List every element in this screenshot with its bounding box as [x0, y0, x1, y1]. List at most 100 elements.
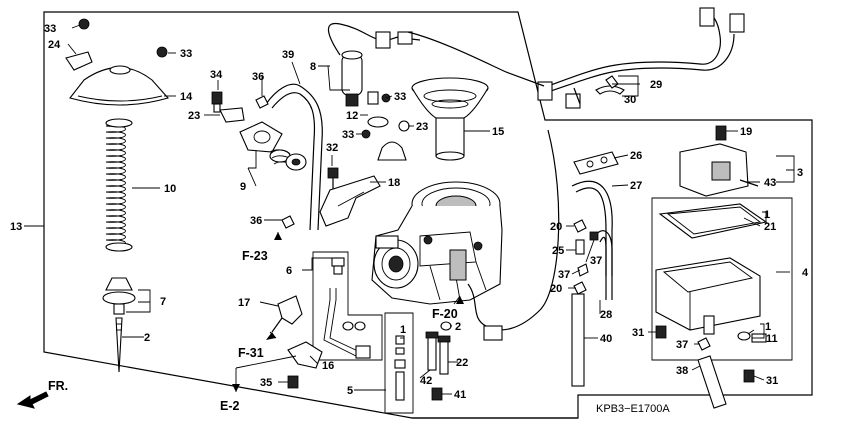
- o-ring-2-center: [440, 321, 452, 331]
- callout-1-needle-jet: 1: [400, 324, 406, 336]
- cable-8: [327, 22, 421, 56]
- screw-31-b: [743, 369, 755, 383]
- diagram-code: KPB3−E1700A: [596, 403, 670, 415]
- jet-group-6: [323, 257, 371, 359]
- callout-26: 26: [630, 150, 642, 162]
- throttle-stop-17: [271, 295, 303, 333]
- jet-22: [437, 335, 451, 375]
- callout-35: 35: [260, 377, 272, 389]
- float-bowl-group-box: [651, 197, 793, 361]
- callout-numbers: 1 1 1 2 2 3 4 5 6 7 8 9 10 11 12 13 14 1…: [10, 23, 809, 401]
- bracket-24: [65, 51, 93, 71]
- pin-43: [739, 179, 759, 187]
- jet-42: [425, 331, 439, 371]
- callout-13: 13: [10, 221, 22, 233]
- arrow-f-20: [456, 296, 464, 304]
- throttle-spring: [105, 118, 133, 252]
- needle-jet-group-box: [384, 312, 414, 414]
- clip-36-top: [255, 95, 269, 109]
- callout-33-top-left: 33: [44, 23, 56, 35]
- callout-33-clamp: 33: [342, 129, 354, 141]
- float-bowl-4: [655, 257, 761, 335]
- clip-36-bottom: [281, 215, 295, 229]
- jet-group-box: [312, 251, 383, 361]
- o-ring-12: [367, 116, 389, 128]
- callout-42: 42: [420, 375, 432, 387]
- reference-f-23: F-23: [242, 249, 268, 263]
- callout-24: 24: [48, 39, 61, 51]
- arrow-e-2: [232, 384, 240, 392]
- callout-23-center: 23: [416, 121, 428, 133]
- bolt-35: [287, 375, 299, 389]
- callout-29: 29: [650, 79, 662, 91]
- carburetor-body: [371, 181, 503, 305]
- bracket-16: [287, 341, 323, 369]
- callout-9: 9: [240, 181, 246, 193]
- callout-38: 38: [676, 365, 688, 377]
- starter-valve-8: [341, 50, 391, 107]
- arrow-f-23: [274, 232, 282, 240]
- callout-2-needle: 2: [144, 332, 150, 344]
- tube-40: [571, 293, 585, 387]
- screw-41: [431, 387, 443, 401]
- screw-23-top: [398, 120, 410, 132]
- callout-25: 25: [552, 245, 564, 257]
- screw-34: [211, 91, 223, 113]
- callout-37-a: 37: [590, 255, 602, 267]
- reference-f-20: F-20: [432, 307, 458, 321]
- clips-20-25-37: [573, 219, 599, 295]
- assembly-boundary: [43, 11, 813, 419]
- callout-43: 43: [764, 177, 776, 189]
- callout-31-b: 31: [766, 375, 778, 387]
- callout-16: 16: [322, 360, 334, 372]
- cover-3: [679, 143, 749, 197]
- tube-27: [571, 180, 613, 276]
- tube-39: [265, 83, 323, 231]
- callout-22: 22: [456, 357, 468, 369]
- arrow-f-31: [266, 332, 276, 340]
- callout-31-a: 31: [632, 327, 644, 339]
- sensor-wire: [407, 31, 560, 341]
- callout-7: 7: [160, 296, 166, 308]
- callout-21: 21: [764, 221, 776, 233]
- clamp-26: [573, 151, 619, 175]
- reference-e-2: E-2: [220, 399, 240, 413]
- callout-37-c: 37: [676, 339, 688, 351]
- front-direction-arrow: FR.: [16, 379, 68, 409]
- callout-27: 27: [630, 180, 642, 192]
- callout-6: 6: [286, 265, 292, 277]
- needle-holder-7: [102, 277, 136, 315]
- callout-18: 18: [388, 177, 400, 189]
- o-ring-1-right: [737, 331, 751, 341]
- callout-30: 30: [624, 94, 636, 106]
- leader-lines: [24, 24, 795, 395]
- callout-19: 19: [740, 126, 752, 138]
- bolt-33-cap: [156, 46, 168, 58]
- diaphragm-15: [411, 77, 489, 161]
- reference-f-31: F-31: [238, 346, 264, 360]
- callout-40: 40: [600, 333, 612, 345]
- callout-11: 11: [766, 333, 778, 345]
- callout-8: 8: [310, 61, 316, 73]
- top-cap: [69, 65, 169, 106]
- callout-39: 39: [282, 49, 294, 61]
- callout-41: 41: [454, 389, 466, 401]
- callout-10: 10: [164, 183, 176, 195]
- callout-17: 17: [238, 297, 250, 309]
- callout-28: 28: [600, 309, 612, 321]
- callout-36-bottom: 36: [250, 215, 262, 227]
- front-direction-label: FR.: [48, 379, 68, 393]
- bolt-32: [327, 167, 339, 190]
- clip-29-30: [595, 75, 625, 95]
- callout-5: 5: [347, 385, 353, 397]
- callout-15: 15: [492, 126, 504, 138]
- callout-34: 34: [210, 69, 223, 81]
- callout-14: 14: [180, 91, 193, 103]
- callout-20-a: 20: [550, 221, 562, 233]
- callout-36-top: 36: [252, 71, 264, 83]
- bracket-23-left: [219, 107, 245, 123]
- callout-20-b: 20: [550, 283, 562, 295]
- callout-32: 32: [326, 142, 338, 154]
- callout-1-bowl: 1: [765, 321, 771, 333]
